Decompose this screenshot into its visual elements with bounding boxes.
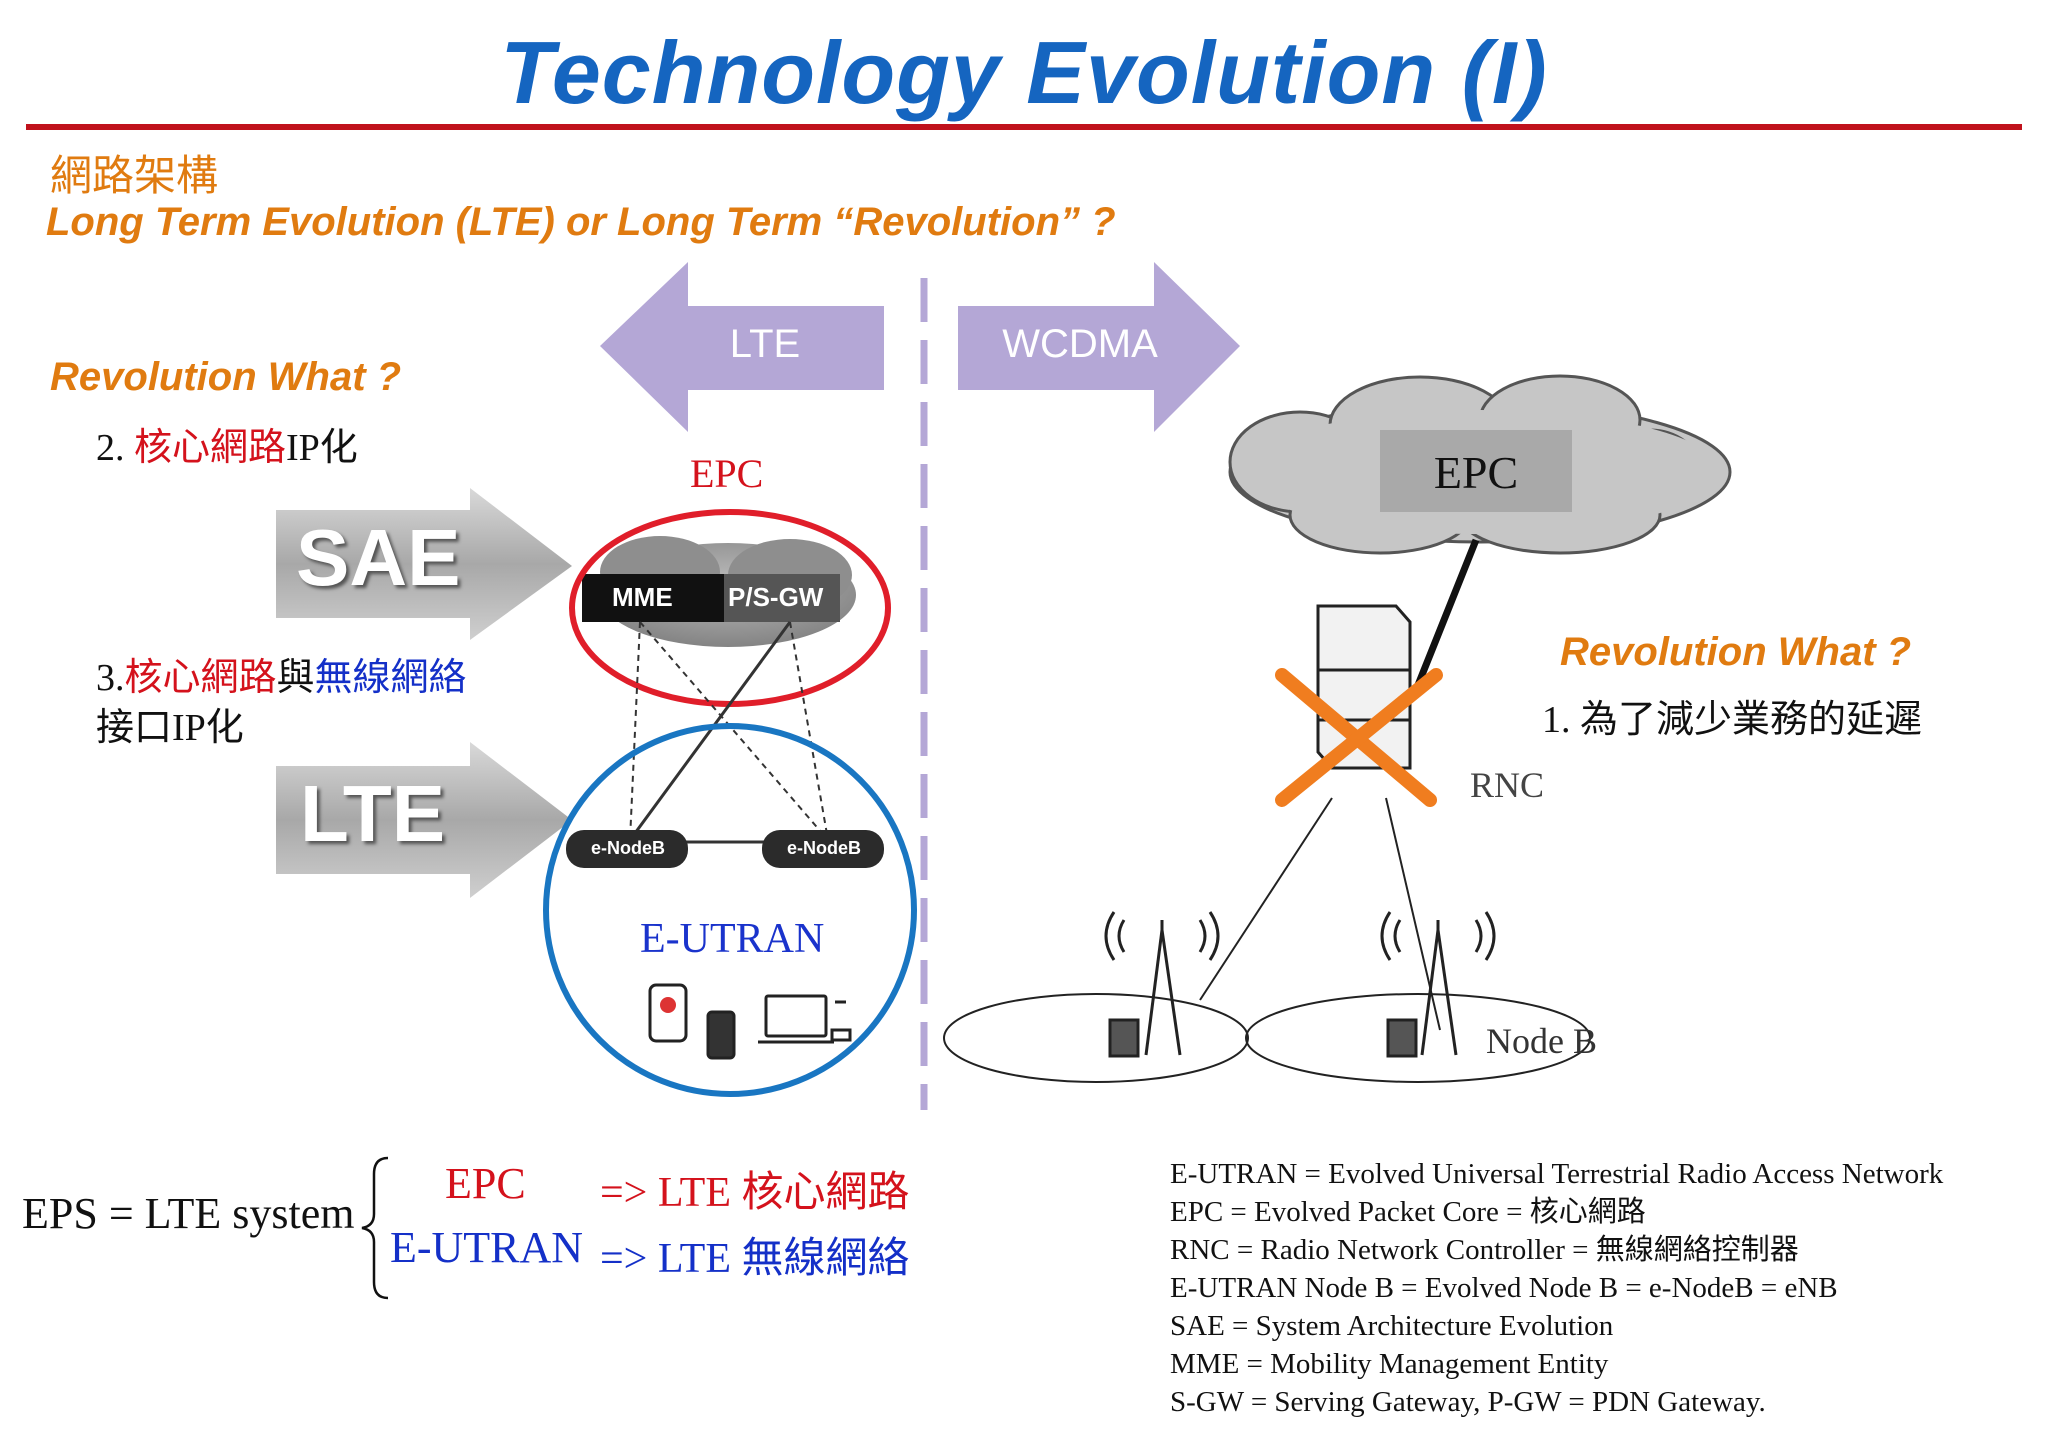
glossary-item: MME = Mobility Management Entity bbox=[1170, 1348, 1609, 1380]
glossary-item: SAE = System Architecture Evolution bbox=[1170, 1310, 1614, 1342]
eps-epc-meaning: => LTE 核心網路 bbox=[600, 1170, 910, 1216]
lte-direction-arrow bbox=[600, 262, 884, 432]
page-title: Technology Evolution (I) bbox=[500, 23, 1548, 122]
eps-brace bbox=[361, 1156, 389, 1300]
title-divider bbox=[26, 124, 2022, 130]
eutran-circle bbox=[543, 723, 917, 1097]
enodeb-label-2: e-NodeB bbox=[786, 838, 861, 858]
eps-definition: EPS = LTE system bbox=[22, 1189, 355, 1238]
nodeb-tower-icon-1 bbox=[1104, 911, 1220, 1058]
left-item-2: 2. 核心網路IP化 bbox=[96, 427, 358, 469]
mme-label: MME bbox=[612, 582, 673, 612]
lte-arrow-label: LTE bbox=[729, 322, 801, 366]
eutran-label: E-UTRAN bbox=[640, 916, 825, 962]
section-heading: 網路架構 bbox=[50, 151, 219, 200]
eps-epc: EPC bbox=[445, 1159, 526, 1208]
wcdma-arrow-label: WCDMA bbox=[1002, 322, 1158, 366]
glossary-item: EPC = Evolved Packet Core = 核心網路 bbox=[1170, 1196, 1646, 1228]
user-devices-icon bbox=[648, 983, 852, 1060]
glossary-item: RNC = Radio Network Controller = 無線網絡控制器 bbox=[1170, 1234, 1799, 1266]
eps-eutran-meaning: => LTE 無線網絡 bbox=[600, 1236, 910, 1282]
glossary-item: E-UTRAN = Evolved Universal Terrestrial … bbox=[1170, 1158, 1944, 1190]
nodeb-tower-icon-2 bbox=[1380, 911, 1496, 1058]
wcdma-epc-label: EPC bbox=[1433, 447, 1519, 498]
enodeb-2 bbox=[762, 830, 884, 868]
rnc-nodeb-links bbox=[1199, 797, 1441, 1031]
sae-arrow bbox=[276, 488, 572, 640]
glossary-item: S-GW = Serving Gateway, P-GW = PDN Gatew… bbox=[1170, 1386, 1766, 1418]
eps-eutran: E-UTRAN bbox=[390, 1223, 584, 1272]
left-revolution-heading: Revolution What ? bbox=[50, 355, 402, 399]
epc-label: EPC bbox=[690, 451, 764, 496]
cloud-rnc-link bbox=[1414, 538, 1480, 687]
sae-label: SAE bbox=[296, 513, 461, 602]
glossary: E-UTRAN = Evolved Universal Terrestrial … bbox=[1170, 1155, 1943, 1421]
lte-grey-label: LTE bbox=[300, 769, 446, 858]
glossary-item: E-UTRAN Node B = Evolved Node B = e-Node… bbox=[1170, 1272, 1838, 1304]
subtitle: Long Term Evolution (LTE) or Long Term “… bbox=[46, 200, 1116, 244]
removed-rnc-cross-icon bbox=[1275, 668, 1443, 807]
epc-box bbox=[1380, 430, 1572, 512]
nodeb-label: Node B bbox=[1486, 1021, 1597, 1061]
core-links bbox=[628, 621, 829, 844]
wcdma-direction-arrow bbox=[958, 262, 1240, 432]
psgw-label: P/S-GW bbox=[728, 582, 824, 612]
right-item-1: 1. 為了減少業務的延遲 bbox=[1542, 699, 1923, 741]
enodeb-1 bbox=[566, 830, 688, 868]
epc-core-cloud bbox=[582, 536, 856, 647]
right-revolution-heading: Revolution What ? bbox=[1560, 630, 1912, 674]
coverage-cell-1 bbox=[943, 993, 1249, 1083]
rnc-label: RNC bbox=[1470, 765, 1545, 805]
enodeb-label-1: e-NodeB bbox=[590, 838, 665, 858]
left-item-3: 3.核心網路與無線網絡 bbox=[96, 657, 467, 699]
lte-grey-arrow bbox=[276, 742, 572, 898]
coverage-cell-2 bbox=[1245, 993, 1591, 1083]
left-item-3-line2: 接口IP化 bbox=[96, 707, 244, 749]
